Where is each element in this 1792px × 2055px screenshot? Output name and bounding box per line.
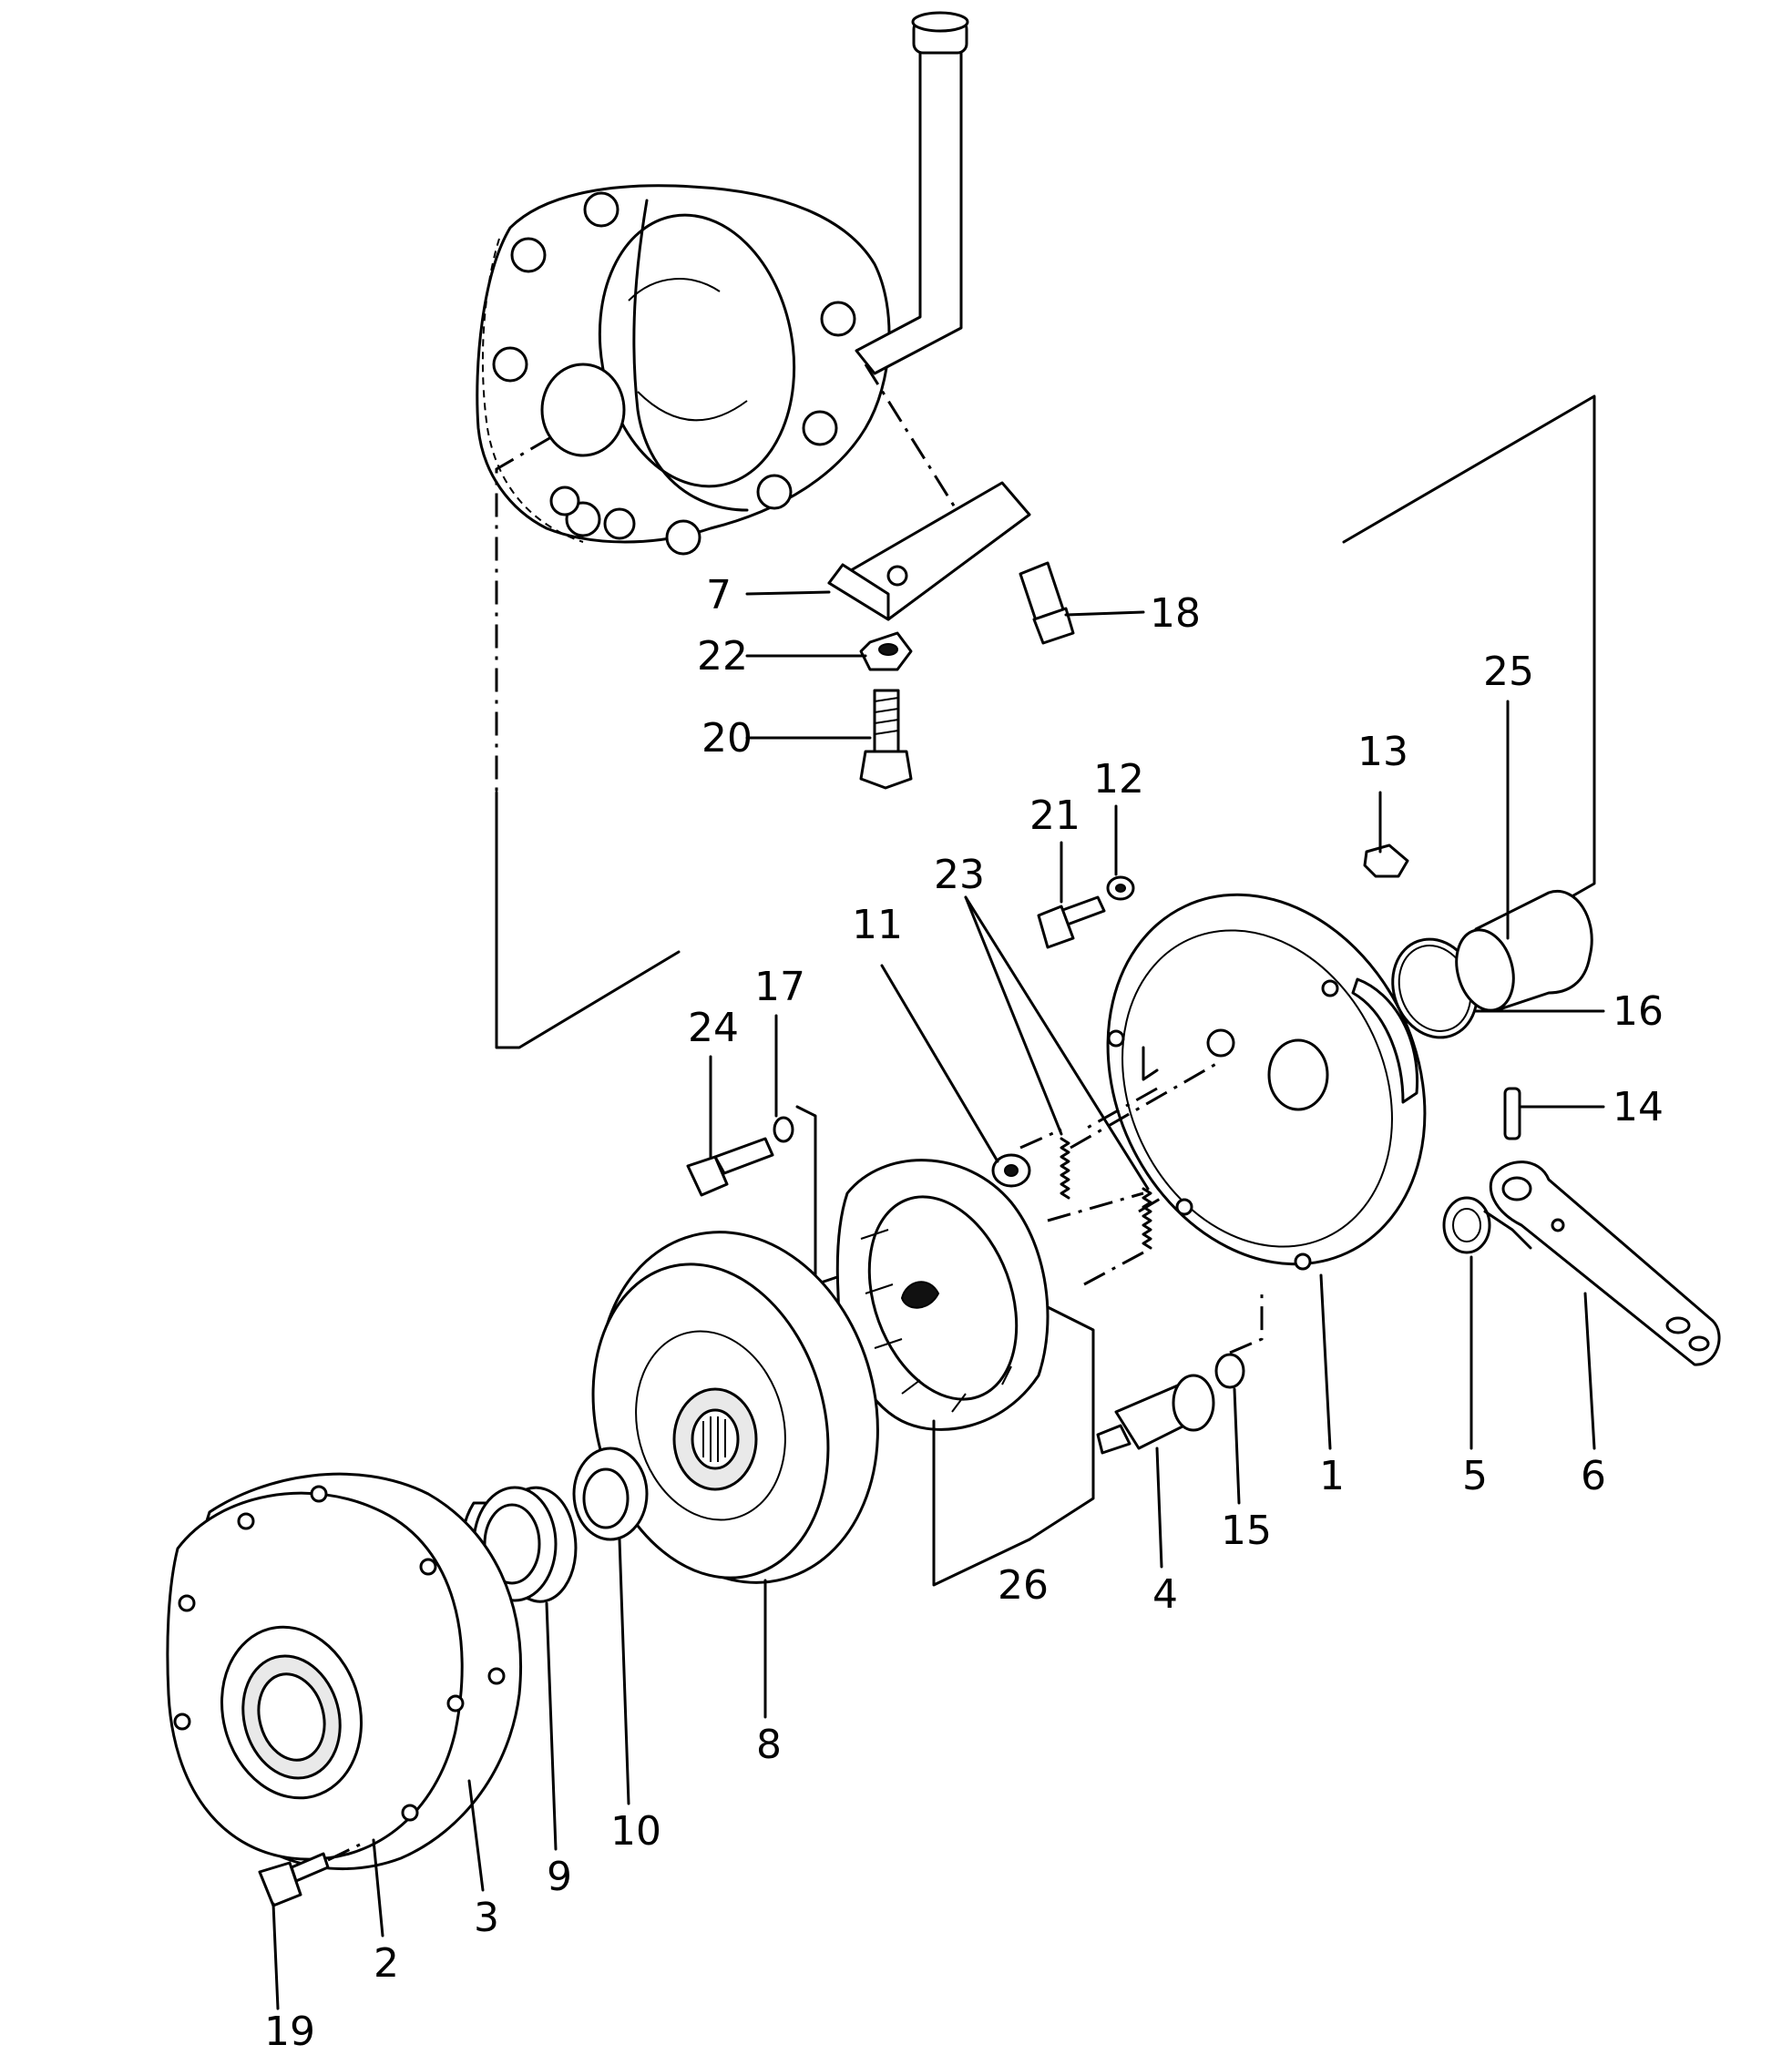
pin-part-14	[1503, 1087, 1521, 1140]
label-part-15: 15	[1221, 1508, 1272, 1554]
label-part-26: 26	[998, 1562, 1049, 1609]
washer-part-12	[1106, 875, 1135, 901]
label-part-23: 23	[934, 852, 985, 898]
label-part-10: 10	[610, 1808, 661, 1855]
ring-part-17	[773, 1116, 794, 1143]
transmission-housing	[476, 184, 891, 556]
nut-part-13	[1363, 843, 1409, 878]
bolt-part-21	[1037, 895, 1106, 949]
o-ring-part-15	[1214, 1353, 1245, 1389]
label-part-8: 8	[756, 1722, 782, 1768]
label-part-2: 2	[374, 1940, 399, 1987]
washer-part-11	[991, 1153, 1031, 1188]
label-part-14: 14	[1613, 1084, 1664, 1130]
bolt-part-20	[859, 689, 913, 790]
label-part-24: 24	[688, 1005, 739, 1051]
nut-part-22	[859, 631, 913, 671]
label-part-7: 7	[706, 572, 732, 619]
label-part-22: 22	[697, 633, 748, 680]
label-part-3: 3	[474, 1895, 499, 1941]
cover-part-3	[166, 1472, 522, 1870]
label-part-25: 25	[1483, 649, 1534, 695]
label-part-12: 12	[1093, 756, 1144, 803]
housing-bolt-bosses	[492, 191, 856, 556]
label-part-21: 21	[1029, 792, 1080, 839]
bracket-part-7	[827, 481, 1031, 621]
label-part-17: 17	[754, 964, 805, 1010]
part-number-labels: 7 18 22 20 25 13 12 21 23 11 16 17 24 14…	[264, 572, 1664, 2055]
springs-part-23	[1019, 1059, 1222, 1286]
label-part-11: 11	[852, 902, 903, 948]
seal-part-10	[572, 1447, 649, 1541]
label-part-6: 6	[1581, 1453, 1606, 1499]
bolt-part-18	[1019, 561, 1075, 645]
label-part-16: 16	[1613, 988, 1664, 1035]
label-part-4: 4	[1152, 1571, 1178, 1618]
brake-shoes-part-26	[835, 1159, 1050, 1431]
switch-part-4	[1096, 1374, 1215, 1455]
leader-lines	[271, 590, 1605, 2010]
dipstick-tube	[855, 11, 969, 375]
label-part-18: 18	[1150, 590, 1201, 637]
label-part-20: 20	[701, 715, 753, 762]
alignment-guides	[495, 363, 1596, 1213]
brake-backing-plate-part-1	[1083, 893, 1427, 1271]
brake-drum-part-8	[591, 1231, 879, 1584]
spring-part-5	[1442, 1196, 1532, 1254]
label-part-5: 5	[1462, 1453, 1488, 1499]
bolt-part-19	[258, 1843, 361, 1907]
label-part-9: 9	[547, 1854, 572, 1900]
bracket-part-26	[932, 1305, 1095, 1587]
label-part-19: 19	[264, 2009, 315, 2050]
bushing-part-25	[1455, 889, 1593, 1013]
label-part-1: 1	[1319, 1453, 1345, 1499]
lever-part-6	[1489, 1160, 1721, 1366]
label-part-13: 13	[1357, 729, 1408, 775]
